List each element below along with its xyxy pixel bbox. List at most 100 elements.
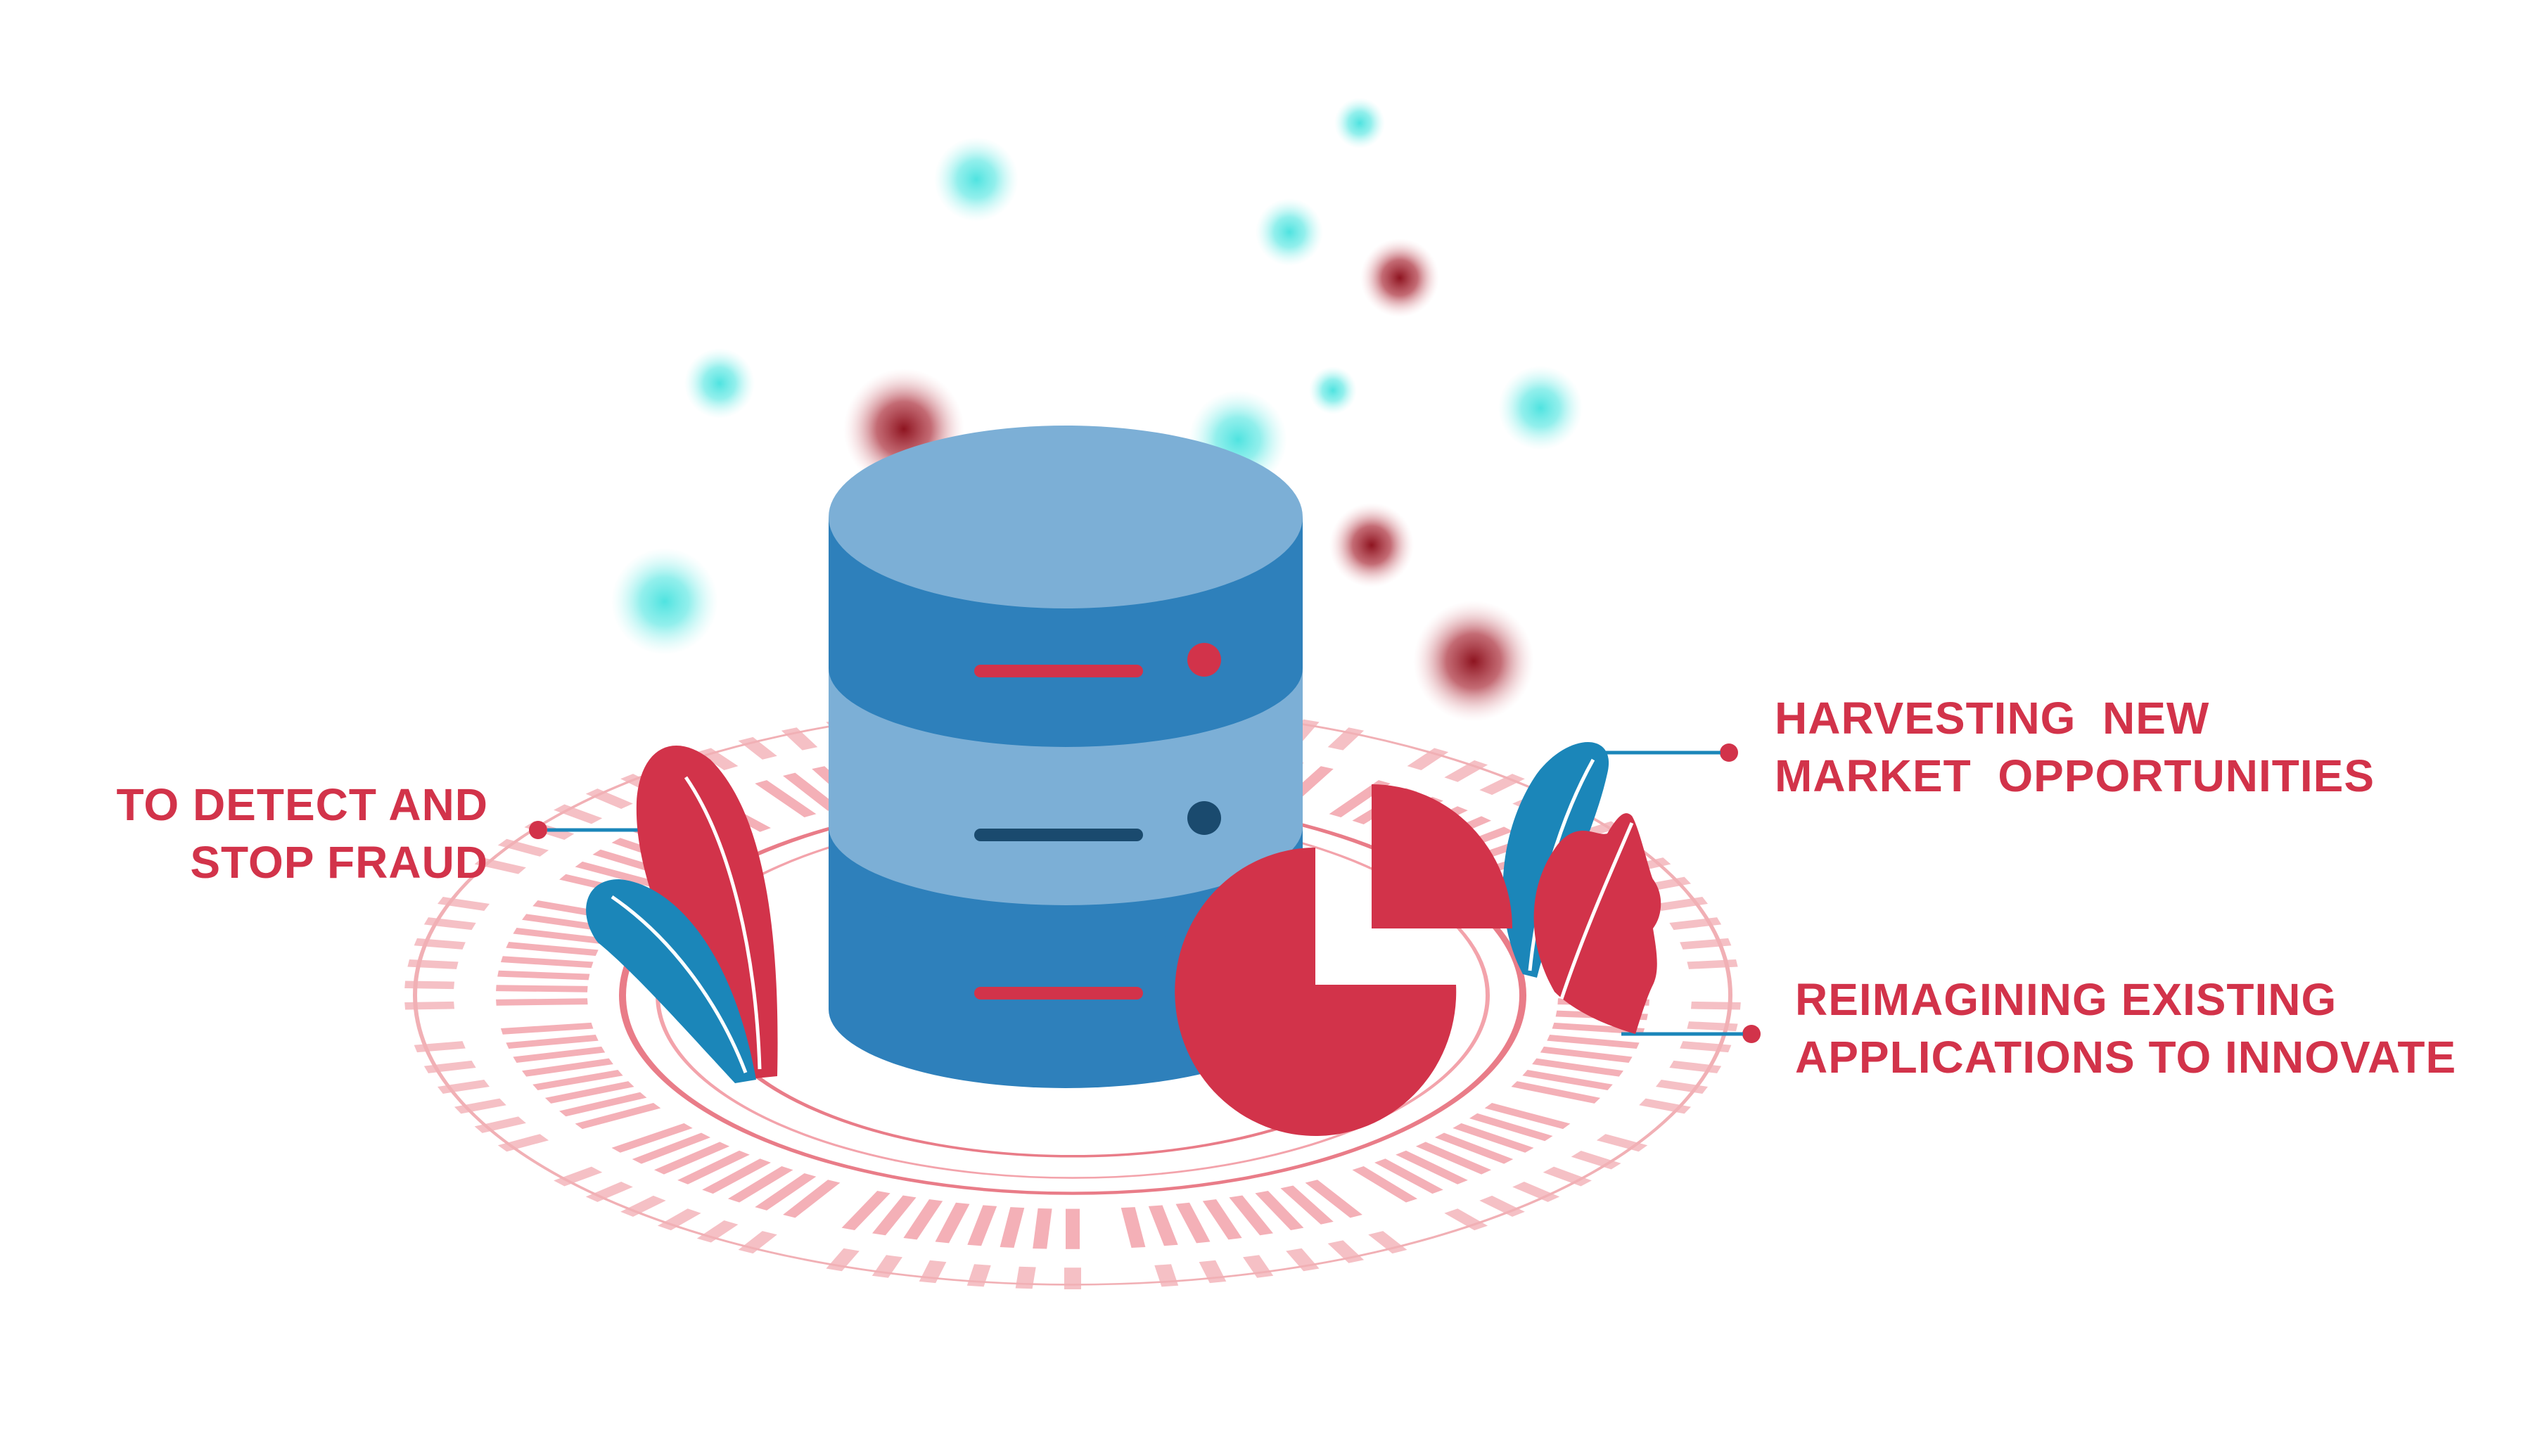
ring-dash xyxy=(1479,774,1525,796)
ring-dash xyxy=(1444,1208,1488,1231)
ring-dash xyxy=(585,1181,633,1202)
ring-dash xyxy=(1327,727,1365,751)
ring-dash xyxy=(727,1166,793,1203)
db-band-middle xyxy=(829,668,1303,905)
db-slot-middle xyxy=(974,829,1143,841)
ring-dash xyxy=(1552,1022,1645,1035)
db-band-lower xyxy=(829,830,1303,944)
ring-dash xyxy=(755,780,817,817)
ring-dash xyxy=(513,928,606,945)
ring-dash xyxy=(841,1190,890,1231)
ring-dash xyxy=(575,861,661,888)
connector-dot-fraud xyxy=(529,821,547,839)
ring-dash xyxy=(1415,1142,1492,1175)
ring-dash xyxy=(1479,1195,1525,1217)
ring-dash xyxy=(1064,1267,1081,1289)
ring-dash xyxy=(1543,1166,1592,1187)
ring-dash xyxy=(585,788,633,810)
glow-particle-icon xyxy=(1498,366,1583,450)
ring-dash xyxy=(632,1132,711,1164)
ring-dash xyxy=(1511,1081,1601,1104)
pie-slice-main xyxy=(1175,848,1457,1136)
ring-dash xyxy=(500,956,594,969)
ring-dash xyxy=(966,1264,991,1287)
ring-dash xyxy=(872,1195,917,1236)
ring-dash xyxy=(935,1202,970,1244)
ring-dash xyxy=(513,1046,606,1063)
ring-dash xyxy=(1352,1166,1418,1203)
leaf-blue-left xyxy=(586,879,756,1083)
ring-dash xyxy=(1407,748,1449,770)
ring-dash xyxy=(1202,1199,1242,1240)
ring-dash xyxy=(903,1199,943,1240)
ring-dash xyxy=(497,970,590,981)
ring-dash xyxy=(1687,1021,1738,1031)
ring-dash xyxy=(1522,1070,1613,1091)
ring-dash xyxy=(1154,1264,1179,1287)
ring-dash xyxy=(522,1058,613,1077)
leaf-red-left xyxy=(636,746,778,1080)
ring-dash xyxy=(1066,1208,1080,1249)
ring-dash xyxy=(702,1158,771,1194)
ring-dash xyxy=(653,1142,730,1175)
leaf-icon xyxy=(586,746,778,1083)
ring-dash xyxy=(407,959,459,969)
db-light-top xyxy=(1187,643,1221,677)
glow-particle-icon xyxy=(1334,98,1385,148)
ring-dash xyxy=(1229,1195,1273,1236)
ring-dash xyxy=(1148,1205,1178,1246)
ring-dash xyxy=(1121,1207,1146,1248)
glow-particle-icon xyxy=(1256,198,1323,266)
ring-dash xyxy=(1280,1185,1334,1225)
pie-chart-icon xyxy=(1175,784,1512,1136)
ring-dash xyxy=(1680,938,1732,950)
ring-dash xyxy=(1396,1150,1468,1184)
connector-dot-innovate xyxy=(1742,1025,1761,1043)
ring-dash xyxy=(506,942,599,957)
ring-dash xyxy=(781,727,818,751)
callout-market: HARVESTING NEW MARKET OPPORTUNITIES xyxy=(1775,693,2375,801)
ring-dash xyxy=(496,985,588,992)
ring-dash xyxy=(1175,1202,1211,1244)
ring-dash xyxy=(1015,1266,1036,1289)
ring-dash xyxy=(1255,1190,1304,1231)
callout-fraud: TO DETECT AND STOP FRAUD xyxy=(116,779,488,888)
ring-dash xyxy=(696,1220,739,1243)
ring-dash xyxy=(967,1205,997,1246)
glow-particle-icon xyxy=(1309,366,1357,414)
glow-particle-icon xyxy=(1413,601,1534,722)
ring-dash xyxy=(554,804,603,824)
ring-dash xyxy=(1690,1001,1741,1010)
ring-dash xyxy=(677,1150,750,1184)
callout-innovate: REIMAGINING EXISTING APPLICATIONS TO INN… xyxy=(1795,974,2457,1083)
ring-dash xyxy=(404,981,455,990)
ring-dash xyxy=(755,1173,817,1211)
db-slot-top xyxy=(974,665,1143,677)
ring-dash xyxy=(783,772,841,811)
callout-connectors xyxy=(529,743,1761,1043)
ring-dash xyxy=(1547,1034,1640,1049)
ring-dash xyxy=(404,1001,455,1010)
leaf-icon xyxy=(1502,742,1661,1034)
ring-dash xyxy=(414,938,466,950)
leaf-red-right xyxy=(1533,813,1661,1034)
ring-dash xyxy=(1484,1103,1571,1130)
glow-particle-icon xyxy=(1329,503,1414,587)
ring-dash xyxy=(1532,1058,1623,1077)
db-light-middle xyxy=(1187,801,1221,835)
ring-dash xyxy=(1680,1041,1732,1053)
connector-dot-market xyxy=(1720,743,1738,762)
leaf-vein xyxy=(684,776,762,1070)
ring-dash xyxy=(1305,1180,1362,1218)
ring-dash xyxy=(414,1041,466,1053)
glow-particle-icon xyxy=(934,137,1019,222)
ring-dash xyxy=(783,1180,841,1218)
ring-dash xyxy=(575,1103,661,1130)
ring-dash xyxy=(611,1123,693,1153)
db-top xyxy=(829,426,1303,608)
ring-dash xyxy=(554,1166,603,1187)
leaf-vein xyxy=(611,895,748,1073)
ring-dash xyxy=(1434,1132,1514,1164)
